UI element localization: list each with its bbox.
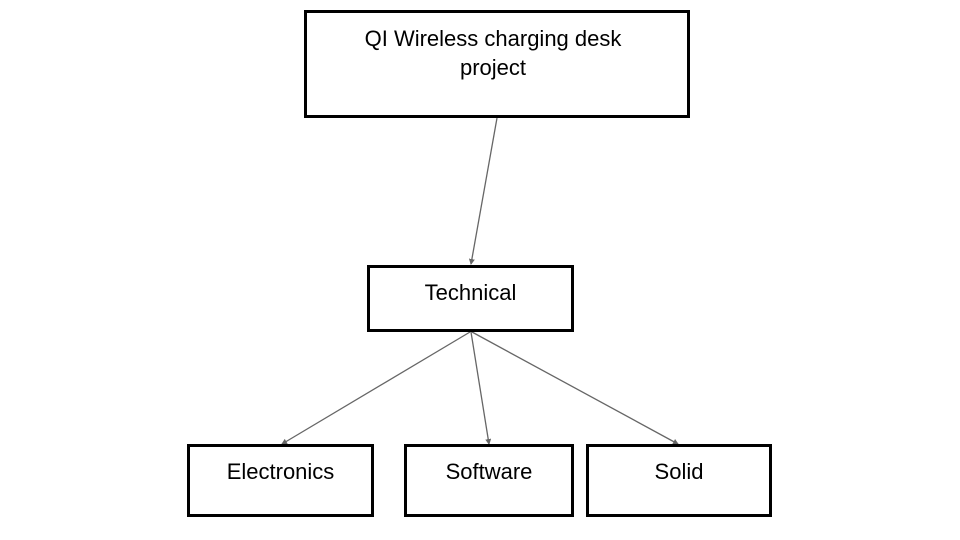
node-solid-label: Solid xyxy=(654,459,704,484)
node-software-label: Software xyxy=(445,459,533,484)
edge-technical-to-solid xyxy=(471,331,679,445)
edge-technical-to-electronics xyxy=(281,331,471,445)
node-solid[interactable]: Solid xyxy=(586,444,772,517)
node-root-label: QI Wireless charging desk project xyxy=(364,26,622,80)
node-electronics-label: Electronics xyxy=(226,459,335,484)
node-root-project[interactable]: QI Wireless charging desk project xyxy=(304,10,690,118)
node-technical-label: Technical xyxy=(424,280,517,305)
node-electronics[interactable]: Electronics xyxy=(187,444,374,517)
node-technical[interactable]: Technical xyxy=(367,265,574,332)
node-software[interactable]: Software xyxy=(404,444,574,517)
edge-root-to-technical xyxy=(468,117,498,265)
edge-technical-to-software xyxy=(470,331,492,445)
